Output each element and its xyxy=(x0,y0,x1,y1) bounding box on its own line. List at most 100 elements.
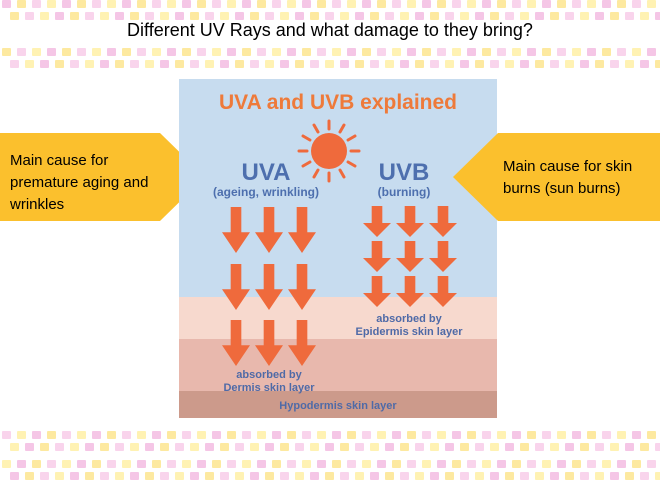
sun-ray xyxy=(338,168,346,179)
top-dot-band xyxy=(0,0,660,22)
decor-dot xyxy=(160,443,169,451)
decor-dot xyxy=(257,460,266,468)
decor-dot xyxy=(535,12,544,20)
decor-dot xyxy=(62,431,71,439)
decor-dot xyxy=(467,431,476,439)
decor-dot xyxy=(92,48,101,56)
decor-dot xyxy=(415,60,424,68)
decor-dot xyxy=(587,431,596,439)
uva-arrow xyxy=(222,320,250,366)
decor-dot xyxy=(355,443,364,451)
decor-dot xyxy=(392,0,401,8)
decor-dot xyxy=(347,431,356,439)
decor-dot xyxy=(287,431,296,439)
decor-dot xyxy=(175,60,184,68)
decor-dot xyxy=(152,460,161,468)
uva-arrow xyxy=(222,207,250,253)
decor-dot xyxy=(167,460,176,468)
decor-dot xyxy=(340,12,349,20)
decor-dot xyxy=(152,48,161,56)
decor-dot xyxy=(55,443,64,451)
decor-dot xyxy=(647,48,656,56)
decor-dot xyxy=(257,431,266,439)
uvb-absorbed-label: absorbed by Epidermis skin layer xyxy=(329,313,489,339)
decor-dot xyxy=(25,472,34,480)
diagram-title: UVA and UVB explained xyxy=(218,91,458,114)
decor-dot xyxy=(167,0,176,8)
decor-dot xyxy=(92,0,101,8)
decor-dot xyxy=(632,0,641,8)
decor-dot xyxy=(400,60,409,68)
decor-dot xyxy=(137,431,146,439)
decor-dot xyxy=(407,460,416,468)
decor-dot xyxy=(115,12,124,20)
slide-title: Different UV Rays and what damage to the… xyxy=(127,20,533,40)
decor-dot xyxy=(445,12,454,20)
decor-dot xyxy=(422,460,431,468)
decor-dot xyxy=(77,0,86,8)
decor-dot xyxy=(130,443,139,451)
decor-dot xyxy=(460,472,469,480)
decor-dot xyxy=(160,12,169,20)
decor-dot xyxy=(527,48,536,56)
decor-dot xyxy=(527,0,536,8)
decor-dot xyxy=(212,431,221,439)
decor-dot xyxy=(415,472,424,480)
decor-dot xyxy=(482,48,491,56)
decor-dot xyxy=(407,48,416,56)
decor-dot xyxy=(385,12,394,20)
sun-ray xyxy=(312,168,320,179)
top-dot-band-2 xyxy=(0,48,660,70)
decor-dot xyxy=(250,443,259,451)
decor-dot xyxy=(175,12,184,20)
decor-dot xyxy=(385,60,394,68)
decor-dot xyxy=(430,60,439,68)
decor-dot xyxy=(587,48,596,56)
decor-dot xyxy=(167,48,176,56)
decor-dot xyxy=(505,443,514,451)
decor-dot xyxy=(520,472,529,480)
decor-dot xyxy=(145,443,154,451)
decor-dot xyxy=(152,431,161,439)
decor-dot xyxy=(422,48,431,56)
decor-dot xyxy=(512,48,521,56)
decor-dot xyxy=(580,12,589,20)
decor-dot xyxy=(310,472,319,480)
decor-dot xyxy=(647,460,656,468)
decor-dot xyxy=(212,460,221,468)
decor-dot xyxy=(377,460,386,468)
uva-absorbed-label: absorbed by Dermis skin layer xyxy=(189,369,349,395)
decor-dot xyxy=(2,48,11,56)
decor-dot xyxy=(512,0,521,8)
decor-dot xyxy=(625,12,634,20)
decor-dot xyxy=(77,460,86,468)
decor-dot xyxy=(332,48,341,56)
uva-arrow xyxy=(288,264,316,310)
decor-dot xyxy=(115,60,124,68)
uvb-arrow xyxy=(363,206,391,237)
decor-dot xyxy=(430,472,439,480)
decor-dot xyxy=(370,60,379,68)
decor-dot xyxy=(655,443,660,451)
decor-dot xyxy=(160,472,169,480)
uva-arrow xyxy=(222,264,250,310)
decor-dot xyxy=(280,60,289,68)
decor-dot xyxy=(512,431,521,439)
decor-dot xyxy=(32,48,41,56)
decor-dot xyxy=(557,460,566,468)
decor-dot xyxy=(602,431,611,439)
decor-dot xyxy=(520,443,529,451)
decor-dot xyxy=(452,460,461,468)
decor-dot xyxy=(280,443,289,451)
decor-dot xyxy=(595,472,604,480)
decor-dot xyxy=(265,472,274,480)
sun-ray xyxy=(346,160,357,168)
decor-dot xyxy=(610,60,619,68)
decor-dot xyxy=(497,48,506,56)
decor-dot xyxy=(632,460,641,468)
decor-dot xyxy=(400,472,409,480)
decor-dot xyxy=(182,48,191,56)
decor-dot xyxy=(655,472,660,480)
decor-dot xyxy=(77,431,86,439)
decor-dot xyxy=(497,460,506,468)
